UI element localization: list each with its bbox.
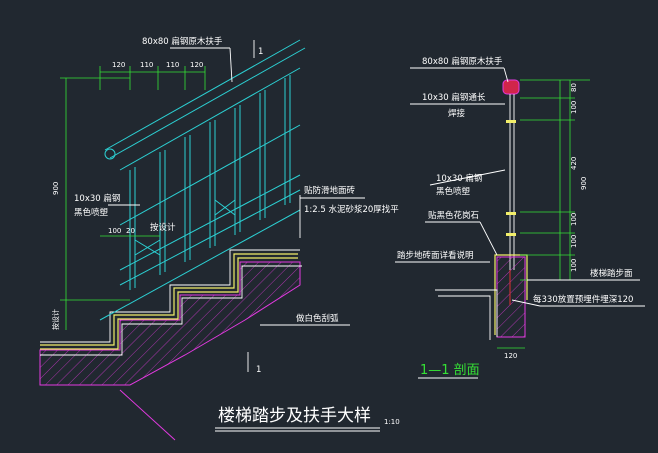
weld-label: 焊接 — [448, 108, 466, 119]
dim-height-900: 900 — [52, 182, 60, 195]
dim-mid-0: 100 — [108, 227, 121, 235]
title-scale: 1:10 — [384, 418, 400, 426]
dim-mid-1: 20 — [126, 227, 135, 235]
step-label: 踏步地砖面详看说明 — [397, 250, 474, 261]
dim-top-1: 110 — [140, 61, 153, 69]
right-dimensions: 80 100 420 100 100 100 900 120 — [497, 79, 590, 360]
right-dim-120: 120 — [504, 352, 517, 360]
right-dim-v-4: 100 — [570, 235, 578, 248]
balustrade — [99, 39, 306, 321]
title-main: 楼梯踏步及扶手大样 — [218, 406, 371, 426]
right-dim-v-0: 80 — [570, 83, 578, 92]
left-flat-steel-label: 10x30 扁钢 — [74, 193, 120, 204]
stair-finish-yellow — [40, 253, 298, 350]
section-title: 1—1 剖面 — [420, 363, 480, 378]
left-paint-label: 黑色喷塑 — [74, 207, 109, 218]
dim-design-vertical: 按设计 — [51, 309, 60, 330]
embed-label: 每330放置预埋件埋深120 — [533, 294, 633, 305]
right-dim-v-5: 100 — [570, 259, 578, 272]
stair-profile-white — [40, 249, 302, 356]
plaster-label: 做白色刮弧 — [296, 313, 339, 324]
mortar-label: 1:2.5 水泥砂浆20厚找平 — [304, 204, 399, 215]
dim-top-3: 120 — [190, 61, 203, 69]
left-design-label: 按设计 — [150, 222, 176, 233]
right-dim-v-2: 420 — [570, 157, 578, 170]
dim-top-0: 120 — [112, 61, 125, 69]
stone-label: 贴黑色花岗石 — [428, 210, 479, 221]
left-labels: 80x80 扁钢原木扶手 10x30 扁钢 黑色喷塑 按设计 贴防滑地面砖 1:… — [74, 36, 399, 375]
dim-top-2: 110 — [166, 61, 179, 69]
antislip-label: 贴防滑地面砖 — [304, 185, 356, 196]
section-slab — [435, 254, 528, 340]
right-dim-v-1: 100 — [570, 101, 578, 114]
drawing-title: 楼梯踏步及扶手大样 1:10 — [215, 406, 400, 432]
stair-concrete-slab — [39, 261, 301, 441]
right-dim-v-3: 100 — [570, 213, 578, 226]
section-mark-top: 1 — [258, 47, 263, 57]
finish-label: 楼梯踏步面 — [590, 268, 633, 279]
left-dimensions: 120 110 110 120 900 按设计 100 20 — [51, 61, 206, 330]
section-post — [502, 79, 520, 270]
right-dim-900: 900 — [580, 177, 588, 190]
section-mark-bottom: 1 — [256, 365, 261, 375]
left-handrail-label: 80x80 扁钢原木扶手 — [142, 36, 223, 47]
through-label: 10x30 扁钢通长 — [422, 92, 486, 103]
right-labels: 80x80 扁钢原木扶手 10x30 扁钢通长 焊接 10x30 扁钢 黑色喷塑… — [395, 56, 645, 379]
right-paint-label: 黑色喷塑 — [436, 186, 471, 197]
right-flat-steel-label: 10x30 扁钢 — [436, 173, 482, 184]
right-handrail-label: 80x80 扁钢原木扶手 — [422, 56, 503, 67]
